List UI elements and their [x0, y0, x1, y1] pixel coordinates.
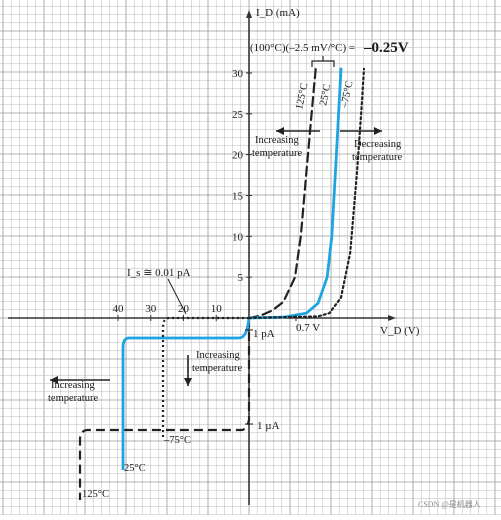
shift-annotation-value: –0.25V [363, 40, 409, 56]
label-25c-reverse: 25°C [124, 463, 146, 474]
y-tick-label-5: 30 [232, 68, 244, 80]
x-rev-tick-label-0: 10 [211, 303, 223, 315]
series-forward-1 [247, 67, 343, 320]
label-m75c-reverse: –75°C [163, 435, 191, 446]
label-125c-forward: 125°C [294, 82, 310, 111]
label-125c-reverse: 125°C [82, 489, 109, 500]
y-tick-label-4: 25 [232, 109, 244, 121]
increasing-temp-left-2: temperature [48, 393, 98, 404]
series-reverse-0 [78, 318, 251, 500]
x-axis-arrow [388, 315, 396, 321]
knee-voltage-label: 0.7 V [296, 322, 320, 334]
increasing-temp-reverse-2: temperature [192, 363, 242, 374]
one-ua-label: 1 µA [257, 420, 280, 432]
arrow-increasing-forward-head [276, 127, 284, 135]
watermark-text: CSDN @是机器人 [418, 499, 481, 509]
x-axis-label: V_D (V) [380, 325, 420, 337]
label-25c-forward: 25°C [318, 83, 333, 107]
is-pointer-line [167, 278, 187, 315]
decreasing-temp-forward-2: temperature [352, 152, 402, 163]
y-tick-label-2: 15 [232, 191, 244, 203]
series-reverse-1 [121, 317, 251, 470]
series-lines [78, 67, 366, 500]
series-forward-0 [247, 67, 317, 320]
decreasing-temp-forward: Decreasing [354, 139, 402, 150]
shift-annotation-label: (100°C)(–2.5 mV/°C) = [250, 42, 355, 54]
increasing-temp-left: Increasing [51, 380, 95, 391]
y-tick-label-0: 5 [238, 272, 244, 284]
arrow-increasing-left-head [50, 376, 58, 384]
one-pa-label: 1 pA [253, 328, 275, 340]
increasing-temp-forward: Increasing [255, 135, 299, 146]
y-axis-label: I_D (mA) [256, 7, 300, 19]
y-tick-label-3: 20 [232, 150, 244, 162]
series-reverse-2 [161, 316, 249, 440]
annotations [50, 56, 382, 425]
y-tick-label-1: 10 [232, 231, 244, 243]
x-rev-tick-label-3: 40 [113, 303, 125, 315]
increasing-temp-reverse: Increasing [196, 350, 240, 361]
x-rev-tick-label-2: 30 [145, 303, 157, 315]
series-forward-2 [247, 67, 366, 320]
increasing-temp-forward-2: temperature [252, 148, 302, 159]
is-annotation: I_s ≅ 0.01 pA [127, 267, 191, 279]
arrow-decreasing-forward-head [374, 127, 382, 135]
arrow-increasing-reverse-head [184, 378, 192, 386]
y-axis-arrow [246, 10, 252, 18]
